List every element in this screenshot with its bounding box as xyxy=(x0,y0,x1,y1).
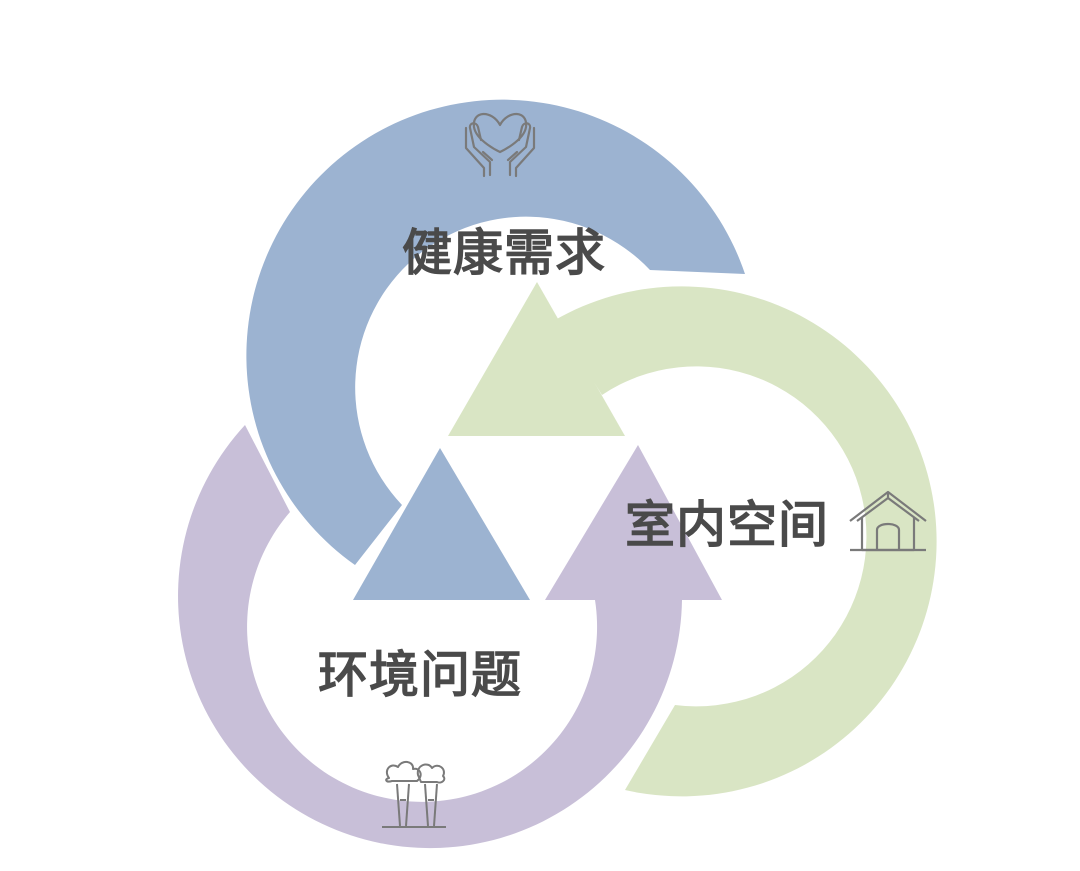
green-arc xyxy=(555,286,937,797)
purple-arrowhead xyxy=(545,445,722,600)
blue-arrow xyxy=(246,99,745,600)
environment-issues-label: 环境问题 xyxy=(318,646,522,704)
purple-arc xyxy=(178,425,682,849)
hands-heart-icon xyxy=(464,112,536,178)
indoor-space-label: 室内空间 xyxy=(625,496,829,554)
house-icon xyxy=(849,490,927,552)
purple-arrow xyxy=(178,425,722,849)
green-arrowhead xyxy=(448,282,625,436)
health-needs-label: 健康需求 xyxy=(402,224,606,282)
blue-arc xyxy=(246,99,745,566)
blue-arrowhead xyxy=(353,448,530,600)
factory-icon xyxy=(382,761,446,828)
green-arrow xyxy=(448,282,937,797)
